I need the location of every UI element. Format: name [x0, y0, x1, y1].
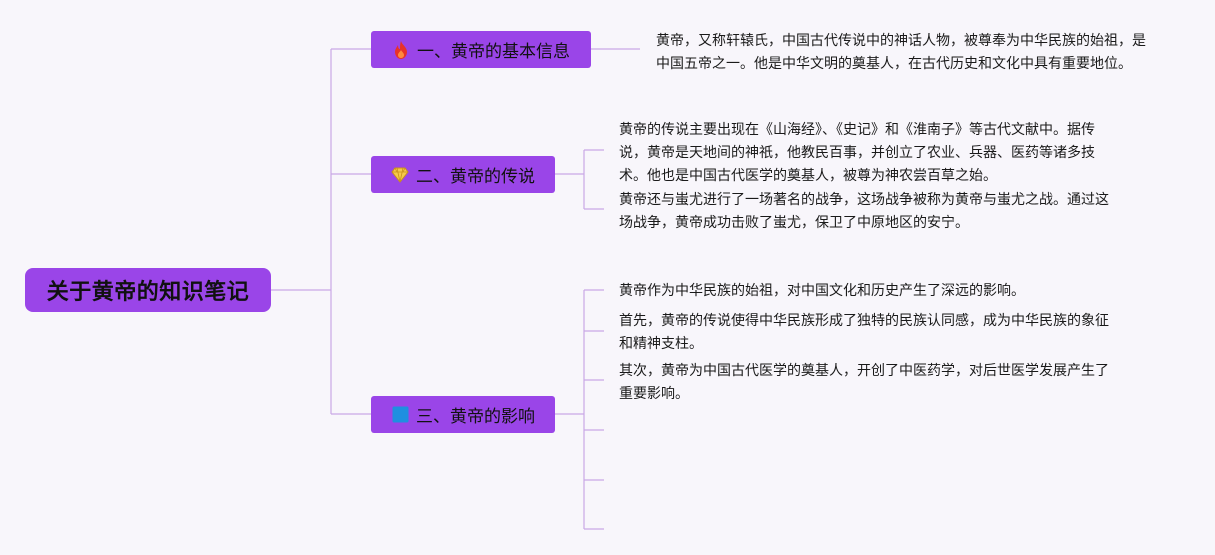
branch-legend-label: 二、黄帝的传说	[416, 167, 535, 187]
note-influence-medicine[interactable]: 其次，黄帝为中国古代医学的奠基人，开创了中医药学，对后世医学发展产生了重要影响。	[619, 363, 1109, 402]
blue-square-icon	[391, 406, 409, 424]
root-topic[interactable]: 关于黄帝的知识笔记	[25, 268, 271, 312]
branch-legend[interactable]: 二、黄帝的传说	[371, 156, 555, 193]
branch-influence[interactable]: 三、黄帝的影响	[371, 396, 555, 433]
branch-influence-label: 三、黄帝的影响	[416, 407, 535, 427]
branch-basic-info[interactable]: 一、黄帝的基本信息	[371, 31, 591, 68]
note-legend-battle[interactable]: 黄帝还与蚩尤进行了一场著名的战争，这场战争被称为黄帝与蚩尤之战。通过这场战争，黄…	[619, 192, 1109, 231]
note-influence-ancestor[interactable]: 黄帝作为中华民族的始祖，对中国文化和历史产生了深远的影响。	[619, 283, 1025, 299]
fire-icon	[392, 40, 410, 59]
note-influence-identity[interactable]: 首先，黄帝的传说使得中华民族形成了独特的民族认同感，成为中华民族的象征和精神支柱…	[619, 313, 1109, 352]
note-legend-sources[interactable]: 黄帝的传说主要出现在《山海经》、《史记》和《淮南子》等古代文献中。据传说，黄帝是…	[619, 122, 1095, 184]
note-basic-info[interactable]: 黄帝，又称轩辕氏，中国古代传说中的神话人物，被尊奉为中华民族的始祖，是中国五帝之…	[656, 33, 1146, 72]
diamond-icon	[391, 166, 409, 184]
root-topic-label: 关于黄帝的知识笔记	[46, 280, 250, 305]
branch-basic-info-label: 一、黄帝的基本信息	[417, 42, 570, 62]
